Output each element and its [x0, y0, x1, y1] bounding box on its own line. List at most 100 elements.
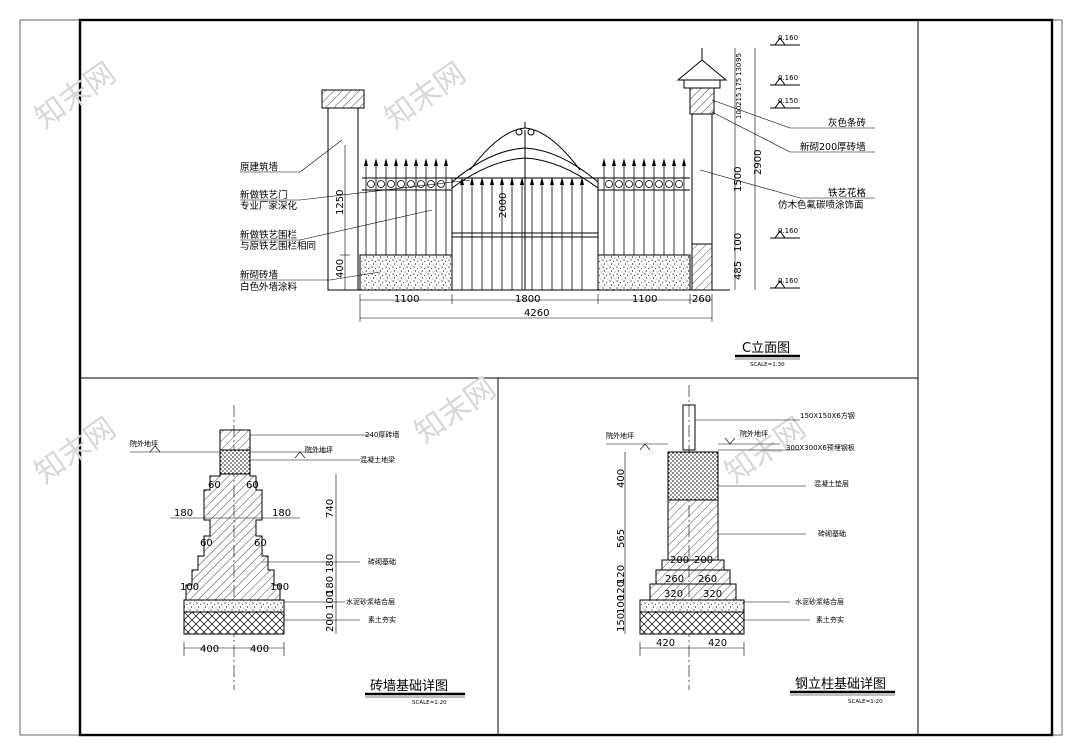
svg-text:400: 400	[616, 469, 627, 488]
svg-text:水泥砂浆结合层: 水泥砂浆结合层	[795, 597, 844, 606]
svg-text:素土夯实: 素土夯实	[368, 615, 396, 624]
fence-ring	[605, 180, 613, 188]
spear-tip	[384, 158, 388, 166]
svg-text:1500: 1500	[733, 167, 744, 192]
svg-text:300X300X6预埋钢板: 300X300X6预埋钢板	[786, 443, 855, 452]
svg-text:60: 60	[254, 538, 267, 549]
fence-ring	[397, 180, 405, 188]
svg-text:215: 215	[735, 93, 743, 106]
elevation-scale: SCALE=1:30	[750, 362, 785, 368]
fence-ring	[675, 180, 683, 188]
svg-text:120: 120	[616, 581, 627, 600]
svg-text:院外地坪: 院外地坪	[740, 429, 768, 438]
svg-text:0.150: 0.150	[778, 97, 798, 105]
spear-tip	[672, 158, 676, 166]
svg-text:180: 180	[325, 554, 336, 573]
spear-tip	[570, 177, 574, 185]
fence-ring	[387, 180, 395, 188]
svg-text:150X150X6方钢: 150X150X6方钢	[800, 411, 855, 420]
brick-wall-scale: SCALE=1:20	[412, 700, 447, 706]
spear-tip	[404, 158, 408, 166]
svg-text:60: 60	[200, 538, 213, 549]
svg-text:260: 260	[698, 574, 717, 585]
svg-text:砖砌基础: 砖砌基础	[818, 529, 846, 538]
left-leaders: 原建筑墙 新做铁艺门 专业厂家深化 新做铁艺围栏 与原铁艺围栏相同 新砌砖墙 白…	[240, 139, 471, 293]
spear-tip	[622, 158, 626, 166]
svg-text:400: 400	[335, 259, 346, 278]
fence-ring	[417, 180, 425, 188]
svg-text:60: 60	[208, 480, 221, 491]
svg-text:100: 100	[270, 582, 289, 593]
fence-ring	[645, 180, 653, 188]
svg-text:0.160: 0.160	[778, 277, 798, 285]
svg-text:新做铁艺围栏: 新做铁艺围栏	[240, 229, 298, 241]
svg-text:1250: 1250	[335, 190, 346, 215]
svg-text:新砌砖墙: 新砌砖墙	[240, 269, 279, 281]
svg-text:1100: 1100	[394, 294, 419, 305]
spear-tip	[530, 177, 534, 185]
spear-tip	[540, 177, 544, 185]
svg-text:混凝土地梁: 混凝土地梁	[360, 455, 395, 464]
spear-tip	[662, 158, 666, 166]
svg-text:1800: 1800	[515, 294, 540, 305]
svg-text:2900: 2900	[753, 150, 764, 175]
steel-column-title: 钢立柱基础详图	[795, 677, 886, 692]
spear-tip	[682, 158, 686, 166]
elevation-title: C立面图	[742, 341, 790, 356]
svg-text:150: 150	[616, 613, 627, 632]
svg-text:60: 60	[246, 480, 259, 491]
svg-text:素土夯实: 素土夯实	[816, 615, 844, 624]
svg-text:院外地坪: 院外地坪	[606, 431, 634, 440]
svg-text:灰色条砖: 灰色条砖	[828, 117, 867, 129]
fence-ring	[635, 180, 643, 188]
spear-tip	[652, 158, 656, 166]
svg-text:新砌200厚砖墙: 新砌200厚砖墙	[800, 141, 866, 153]
svg-text:0.160: 0.160	[778, 74, 798, 82]
svg-text:仿木色氟碳喷涂饰面: 仿木色氟碳喷涂饰面	[778, 199, 864, 211]
spear-tip	[374, 158, 378, 166]
fence-ring	[655, 180, 663, 188]
svg-text:100: 100	[733, 233, 744, 252]
c-elevation: 1100 1800 1100 260 4260 1250 400 2000 95…	[240, 34, 875, 368]
svg-text:新做铁艺门: 新做铁艺门	[240, 189, 288, 201]
svg-text:200: 200	[325, 613, 336, 632]
svg-text:240厚砖墙: 240厚砖墙	[365, 430, 399, 439]
svg-text:院外地坪: 院外地坪	[305, 445, 333, 454]
svg-text:100: 100	[616, 595, 627, 614]
fence-ring	[377, 180, 385, 188]
spear-tip	[520, 177, 524, 185]
spear-tip	[510, 177, 514, 185]
svg-text:175: 175	[735, 78, 743, 91]
svg-text:0.160: 0.160	[778, 34, 798, 42]
svg-text:知末网: 知末网	[29, 411, 123, 491]
level-marks: 0.160 0.160 0.150 0.160 0.160	[770, 34, 800, 289]
svg-text:260: 260	[692, 294, 711, 305]
brick-wall-footing: 院外地坪 院外地坪 240厚砖墙 混凝土地梁 砖砌基础 水泥砂浆结合层 素土夯实…	[130, 405, 465, 706]
svg-text:320: 320	[664, 589, 683, 600]
right-pier	[676, 48, 728, 291]
svg-text:400: 400	[200, 644, 219, 655]
svg-text:100: 100	[325, 591, 336, 610]
svg-text:130: 130	[735, 63, 743, 76]
svg-text:180: 180	[272, 508, 291, 519]
svg-text:320: 320	[703, 589, 722, 600]
svg-text:485: 485	[733, 261, 744, 280]
gate	[451, 122, 599, 291]
svg-text:565: 565	[616, 529, 627, 548]
spear-tip	[602, 158, 606, 166]
svg-text:420: 420	[708, 638, 727, 649]
svg-text:740: 740	[325, 499, 336, 518]
svg-text:混凝土垫层: 混凝土垫层	[814, 479, 849, 488]
spear-tip	[394, 158, 398, 166]
spear-tip	[550, 177, 554, 185]
right-leaders: 灰色条砖 新砌200厚砖墙 铁艺花格 仿木色氟碳喷涂饰面	[699, 99, 875, 211]
right-fence	[597, 158, 691, 291]
svg-text:200: 200	[670, 555, 689, 566]
svg-text:100: 100	[180, 582, 199, 593]
svg-text:2000: 2000	[498, 193, 509, 218]
svg-text:白色外墙涂料: 白色外墙涂料	[240, 281, 298, 293]
fence-ring	[615, 180, 623, 188]
svg-text:与原铁艺围栏相同: 与原铁艺围栏相同	[240, 240, 316, 252]
svg-text:知末网: 知末网	[409, 371, 503, 451]
